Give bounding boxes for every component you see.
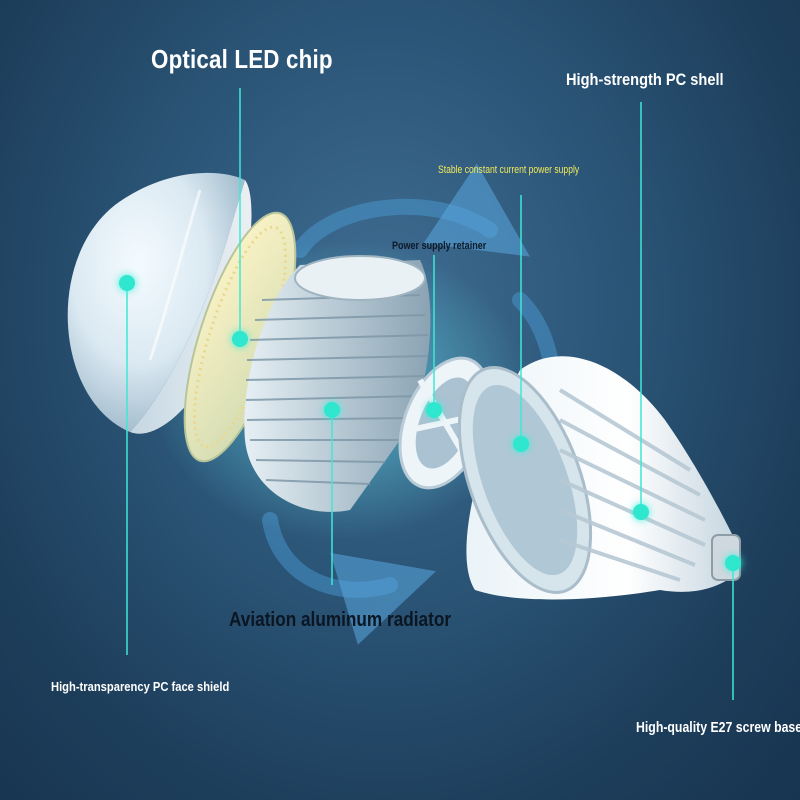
pc-shell xyxy=(457,356,741,600)
dot-retainer xyxy=(426,402,442,418)
aluminum-radiator xyxy=(244,255,431,512)
label-power-supply: Stable constant current power supply xyxy=(438,164,580,176)
callout-dots xyxy=(119,275,741,571)
dot-pc-shell xyxy=(633,504,649,520)
label-pc-shell: High-strength PC shell xyxy=(566,70,724,89)
label-face-shield: High-transparency PC face shield xyxy=(51,679,230,694)
dot-led-chip xyxy=(232,331,248,347)
label-aluminum-radiator: Aviation aluminum radiator xyxy=(229,609,452,631)
dot-power-supply xyxy=(513,436,529,452)
dot-radiator xyxy=(324,402,340,418)
dot-screw-base xyxy=(725,555,741,571)
label-power-retainer: Power supply retainer xyxy=(392,240,487,252)
label-optical-led-chip: Optical LED chip xyxy=(151,44,333,74)
callout-lines xyxy=(126,88,734,700)
label-screw-base: High-quality E27 screw base xyxy=(636,719,800,736)
dot-face-shield xyxy=(119,275,135,291)
